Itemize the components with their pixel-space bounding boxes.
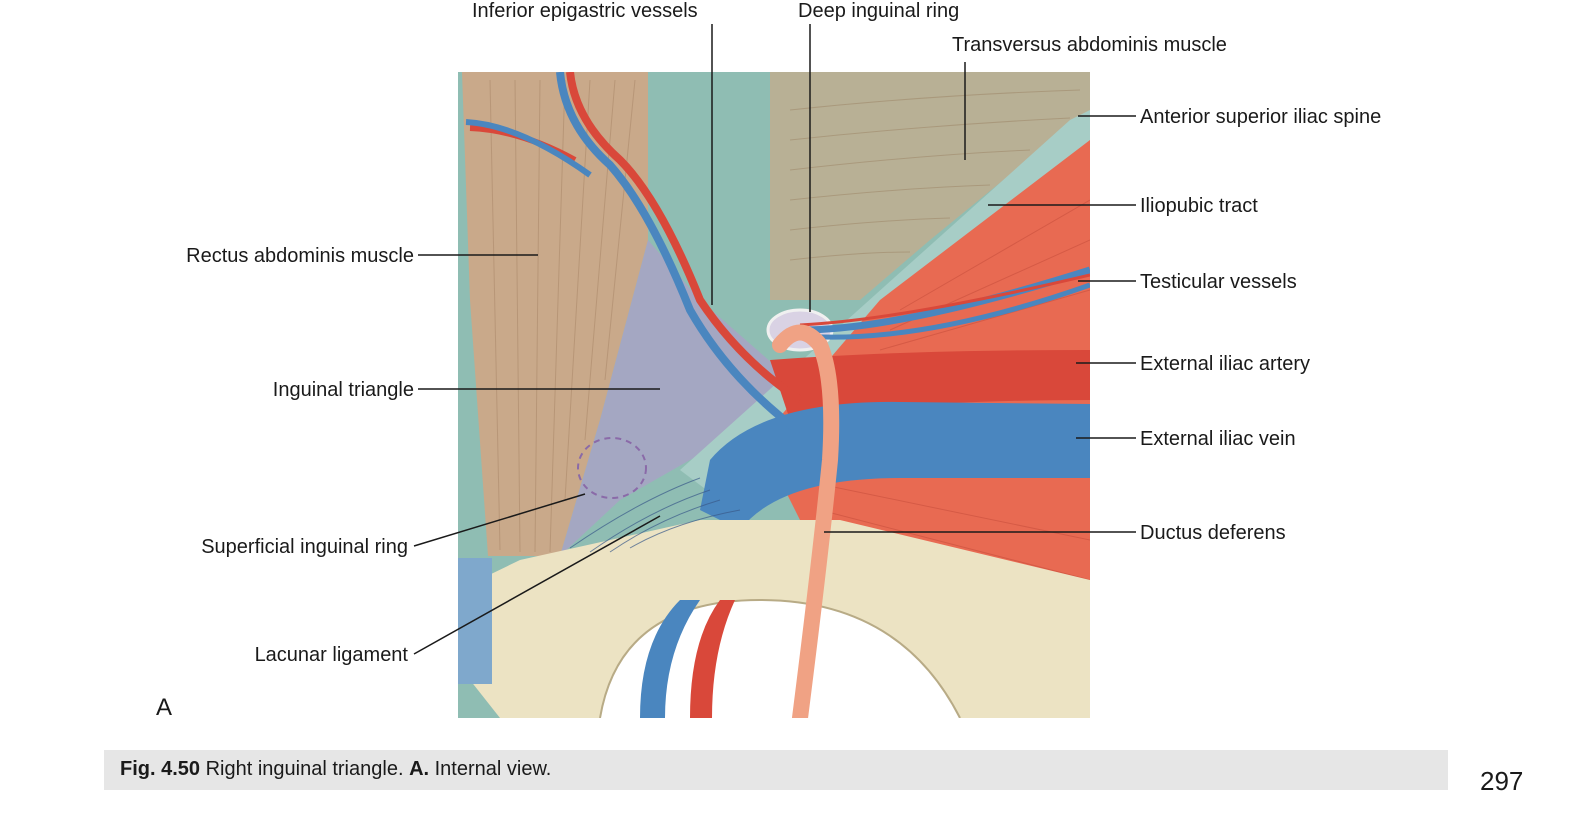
ductus-deferens-shape (772, 324, 840, 718)
inferior-epigastric-vein (556, 72, 803, 436)
caption-view: Internal view. (434, 758, 552, 780)
label-external-iliac-vein: External iliac vein (1140, 428, 1296, 450)
label-inguinal-triangle: Inguinal triangle (272, 379, 414, 401)
label-external-iliac-artery: External iliac artery (1140, 353, 1311, 375)
lacunar-ligament-fibers (569, 477, 741, 553)
label-testicular-vessels: Testicular vessels (1140, 271, 1297, 293)
leader-lines (413, 24, 1136, 655)
inferior-epigastric-artery (566, 72, 803, 404)
label-iliopubic-tract: Iliopubic tract (1140, 195, 1258, 217)
caption-title: Right inguinal triangle. (205, 758, 404, 780)
external-iliac-artery-shape (770, 350, 1090, 420)
label-transversus-abdominis: Transversus abdominis muscle (952, 34, 1227, 56)
label-anterior-superior-iliac-spine: Anterior superior iliac spine (1140, 106, 1382, 128)
page-number: 297 (1480, 766, 1524, 796)
superficial-ring-outline (577, 437, 647, 499)
caption-panel: A. (409, 758, 430, 780)
panel-letter: A (156, 694, 173, 721)
inguinal-triangle-shape (560, 240, 800, 556)
label-ductus-deferens: Ductus deferens (1140, 522, 1286, 544)
label-deep-inguinal-ring: Deep inguinal ring (798, 0, 960, 22)
transversus-abdominis-shape (770, 72, 1090, 300)
label-superficial-inguinal-ring: Superficial inguinal ring (201, 536, 408, 558)
label-rectus-abdominis: Rectus abdominis muscle (186, 245, 414, 267)
illustration-panel (458, 72, 1090, 718)
rectus-abdominis-shape (462, 72, 648, 556)
label-lacunar-ligament: Lacunar ligament (254, 644, 408, 666)
label-inferior-epigastric-vessels: Inferior epigastric vessels (472, 0, 698, 22)
caption-bar: Fig. 4.50 Right inguinal triangle. A. In… (104, 750, 1448, 790)
figure-caption: Fig. 4.50 Right inguinal triangle. A. In… (120, 758, 551, 781)
caption-fig-number: Fig. 4.50 (120, 758, 201, 780)
rectus-sheath-band (458, 558, 492, 684)
